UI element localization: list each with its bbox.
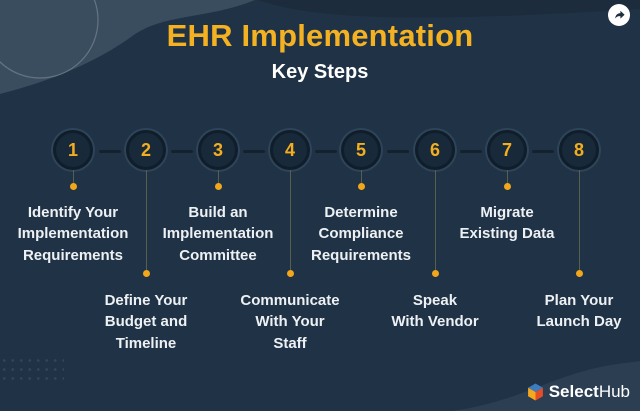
step-stem-line bbox=[145, 170, 147, 270]
timeline-dot bbox=[357, 183, 365, 190]
step-number: 3 bbox=[212, 139, 223, 160]
step-7: 7 Migrate Existing Data bbox=[432, 130, 582, 245]
outline-circle-decoration bbox=[0, 0, 99, 79]
page-title: EHR Implementation bbox=[166, 18, 474, 53]
brand-name: SelectHub bbox=[549, 382, 630, 402]
step-2: 2 Define Your Budget and Timeline bbox=[71, 130, 221, 354]
connector-line bbox=[387, 150, 409, 153]
step-number: 8 bbox=[573, 139, 584, 160]
step-stem-line bbox=[434, 170, 436, 270]
step-8-circle: 8 bbox=[559, 130, 599, 170]
step-number: 6 bbox=[429, 139, 440, 160]
connector-line bbox=[315, 150, 337, 153]
step-3-circle: 3 bbox=[198, 130, 238, 170]
step-number: 1 bbox=[67, 139, 78, 160]
step-5: 5 Determine Compliance Requirements bbox=[286, 130, 436, 266]
step-1: 1 Identify Your Implementation Requireme… bbox=[0, 130, 148, 266]
connector-line bbox=[99, 150, 121, 153]
step-stem-line bbox=[289, 170, 291, 270]
dots-pattern bbox=[0, 356, 64, 384]
connector-line bbox=[243, 150, 265, 153]
step-5-circle: 5 bbox=[341, 130, 381, 170]
step-label: Determine Compliance Requirements bbox=[310, 204, 412, 264]
step-2-circle: 2 bbox=[126, 130, 166, 170]
brand-name-light: Hub bbox=[598, 382, 630, 401]
connector-line bbox=[460, 150, 482, 153]
timeline-dot bbox=[214, 183, 222, 190]
share-button[interactable] bbox=[608, 4, 630, 26]
step-stem-line bbox=[506, 170, 508, 183]
step-6-circle: 6 bbox=[415, 130, 455, 170]
share-arrow-icon bbox=[615, 10, 625, 19]
timeline-dot bbox=[69, 183, 77, 190]
step-stem-line bbox=[72, 170, 74, 183]
brand-logo: SelectHub bbox=[527, 382, 630, 402]
step-6: 6 Speak With Vendor bbox=[360, 130, 510, 333]
step-label: Define Your Budget and Timeline bbox=[104, 292, 188, 352]
step-label: Migrate Existing Data bbox=[459, 204, 555, 243]
bottom-right-wave bbox=[452, 361, 640, 411]
step-stem-line bbox=[217, 170, 219, 183]
step-label: Build an Implementation Committee bbox=[162, 204, 274, 264]
step-label: Identify Your Implementation Requirement… bbox=[17, 204, 129, 264]
connector-line bbox=[532, 150, 554, 153]
timeline-dot bbox=[575, 270, 583, 277]
step-7-circle: 7 bbox=[487, 130, 527, 170]
step-label: Speak With Vendor bbox=[391, 292, 479, 331]
page-subtitle: Key Steps bbox=[271, 61, 369, 83]
step-3: 3 Build an Implementation Committee bbox=[143, 130, 293, 266]
step-number: 4 bbox=[284, 139, 295, 160]
timeline-dot bbox=[142, 270, 150, 277]
step-stem-line bbox=[360, 170, 362, 183]
step-number: 7 bbox=[501, 139, 512, 160]
step-number: 5 bbox=[355, 139, 366, 160]
timeline-dot bbox=[286, 270, 294, 277]
top-left-blob bbox=[0, 0, 255, 94]
brand-name-bold: Select bbox=[548, 382, 599, 401]
timeline-dot bbox=[431, 270, 439, 277]
step-number: 2 bbox=[140, 139, 151, 160]
step-stem-line bbox=[578, 170, 580, 270]
step-label: Plan Your Launch Day bbox=[536, 292, 622, 331]
step-1-circle: 1 bbox=[53, 130, 93, 170]
selecthub-cube-icon bbox=[527, 383, 543, 401]
connector-line bbox=[171, 150, 193, 153]
step-label: Communicate With Your Staff bbox=[240, 292, 340, 352]
top-right-wave bbox=[258, 0, 640, 18]
timeline-dot bbox=[503, 183, 511, 190]
step-8: 8 Plan Your Launch Day bbox=[504, 130, 640, 333]
step-4-circle: 4 bbox=[270, 130, 310, 170]
step-4: 4 Communicate With Your Staff bbox=[215, 130, 365, 354]
